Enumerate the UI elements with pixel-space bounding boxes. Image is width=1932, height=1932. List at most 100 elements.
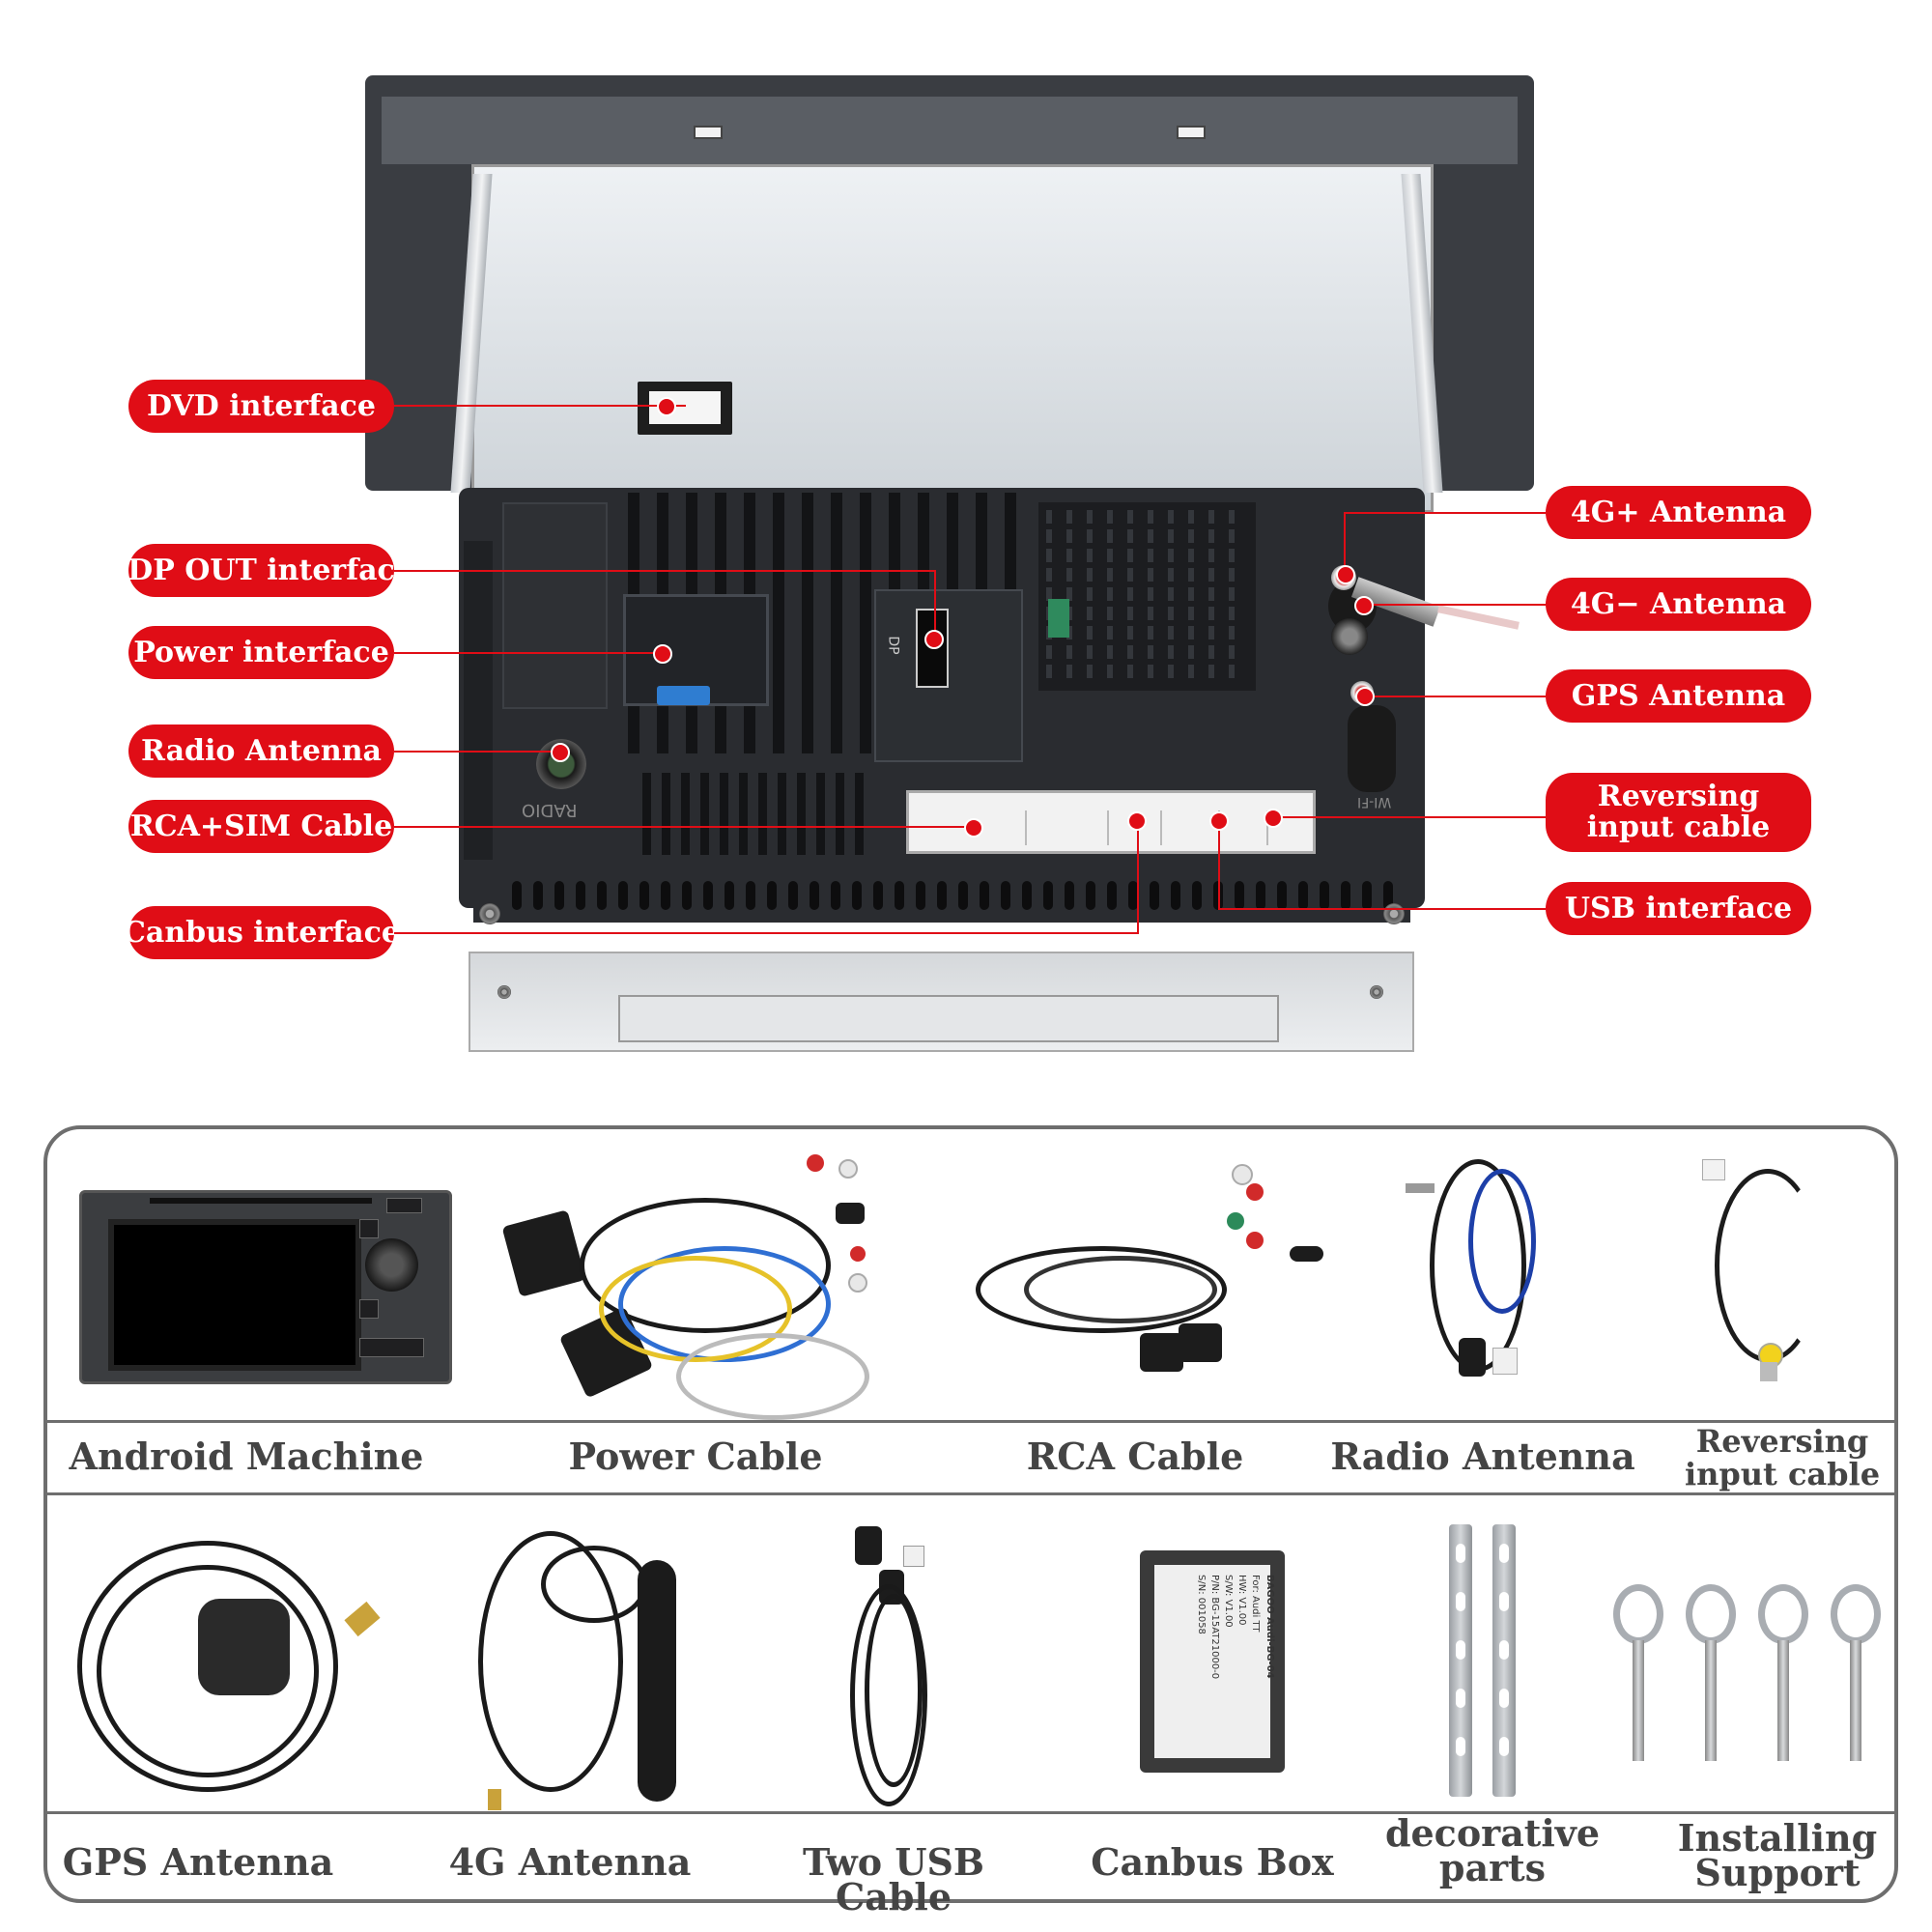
caption-decorative-parts: decorative parts: [1384, 1811, 1601, 1889]
leader-line: [1137, 819, 1139, 934]
fin: [700, 773, 709, 855]
fin: [797, 773, 806, 855]
leader-dot: [1354, 596, 1374, 615]
leader-dot: [551, 743, 570, 762]
knob-icon: [365, 1238, 418, 1292]
screw: [479, 903, 500, 924]
leader-line: [394, 652, 663, 654]
fin: [860, 493, 871, 753]
leader-dot: [657, 397, 676, 416]
wifi-antenna-stub: [1348, 705, 1396, 792]
fin: [758, 773, 767, 855]
callout-dvd-interface: DVD interface: [128, 380, 394, 433]
fin: [831, 493, 842, 753]
caption-4g-antenna: 4G Antenna: [448, 1840, 692, 1884]
leader-line: [1218, 819, 1220, 910]
fin: [855, 773, 864, 855]
gps-puck-icon: [198, 1599, 290, 1695]
callout-rca-sim-cable: RCA+SIM Cable: [128, 800, 394, 853]
fin: [778, 773, 786, 855]
caption-gps-antenna: GPS Antenna: [62, 1840, 334, 1884]
screw: [497, 985, 511, 999]
fin: [773, 493, 784, 753]
caption-power-cable: Power Cable: [568, 1435, 823, 1478]
canbox-label-line: S/W: V1.00: [1223, 1575, 1234, 1628]
caption-two-usb-cable: Two USB Cable: [802, 1840, 985, 1918]
fin: [662, 773, 670, 855]
leader-line: [394, 570, 935, 572]
4g-stick-icon: [638, 1560, 676, 1802]
grid-divider: [43, 1420, 1898, 1423]
caption-radio-antenna: Radio Antenna: [1330, 1435, 1635, 1478]
callout-power-interface: Power interface: [128, 626, 394, 679]
metal-plate: [471, 164, 1434, 513]
4g-cable: [1437, 605, 1520, 630]
caption-android-machine: Android Machine: [69, 1435, 424, 1478]
callout-4g-plus-antenna: 4G+ Antenna: [1546, 486, 1811, 539]
canbox-brand: BAGOO Audi-BG-04: [1264, 1575, 1275, 1679]
grid-divider: [43, 1811, 1898, 1814]
board-component: [1048, 599, 1069, 638]
caption-canbus-box: Canbus Box: [1091, 1840, 1334, 1884]
dp-marking: DP: [885, 636, 901, 655]
accessories-frame: [43, 1125, 1898, 1903]
leader-line: [1367, 696, 1546, 697]
callout-radio-antenna: Radio Antenna: [128, 724, 394, 778]
rca-red-icon: [807, 1154, 824, 1172]
leader-line: [1273, 816, 1546, 818]
heat-sink: [1038, 502, 1256, 691]
canbox-label-line: For: Audi TT: [1250, 1575, 1261, 1633]
fin: [720, 773, 728, 855]
leader-line: [394, 932, 1138, 934]
callout-gps-antenna: GPS Antenna: [1546, 669, 1811, 723]
callout-canbus-interface: Canbus interface: [123, 906, 400, 959]
callout-dp-out-interface: DP OUT interfac: [128, 544, 395, 597]
radio-block: [502, 502, 608, 709]
leader-line: [1345, 512, 1546, 514]
leader-line: [1344, 512, 1346, 570]
vent-strip: [473, 869, 1410, 923]
chassis-side: [464, 541, 493, 860]
fin: [739, 773, 748, 855]
screw: [1370, 985, 1383, 999]
callout-reversing-input-cable: Reversing input cable: [1546, 773, 1811, 852]
fin: [836, 773, 844, 855]
leader-dot: [1264, 809, 1283, 828]
cd-slot: [618, 995, 1279, 1042]
leader-line: [1362, 604, 1546, 606]
fin: [681, 773, 690, 855]
4g-minus-connector: [1331, 618, 1368, 655]
callout-usb-interface: USB interface: [1546, 882, 1811, 935]
caption-reversing-input-cable: Reversing input cable: [1684, 1423, 1881, 1492]
leader-dot: [1336, 565, 1355, 584]
leader-dot: [1355, 687, 1375, 706]
leader-line: [934, 570, 936, 639]
leader-dot: [924, 630, 944, 649]
radio-marking: RADIO: [522, 800, 578, 820]
wifi-marking: WI-FI: [1357, 794, 1392, 810]
leader-dot: [653, 644, 672, 664]
fin: [802, 493, 813, 753]
callout-4g-minus-antenna: 4G− Antenna: [1546, 578, 1811, 631]
grid-divider: [43, 1492, 1898, 1495]
caption-rca-cable: RCA Cable: [1026, 1435, 1244, 1478]
screw: [1383, 903, 1405, 924]
bezel-top-strip: [382, 97, 1518, 164]
leader-dot: [1127, 811, 1147, 831]
leader-line: [394, 405, 686, 407]
canbox-label-line: S/N: 001058: [1196, 1575, 1207, 1634]
caption-installing-support: Installing Support: [1677, 1816, 1878, 1894]
leader-dot: [964, 818, 983, 838]
rca-white-icon: [838, 1159, 858, 1179]
fin: [642, 773, 651, 855]
dvd-port: [638, 382, 732, 435]
leader-line: [394, 751, 558, 753]
canbox-label-line: P/N: BG-15AT21000-0: [1209, 1575, 1220, 1680]
fuse: [657, 686, 710, 705]
leader-dot: [1209, 811, 1229, 831]
canbox-label-line: HW: V1.00: [1236, 1575, 1247, 1626]
bezel-clip: [694, 126, 723, 139]
leader-line: [1219, 908, 1546, 910]
leader-line: [394, 826, 974, 828]
fin: [816, 773, 825, 855]
